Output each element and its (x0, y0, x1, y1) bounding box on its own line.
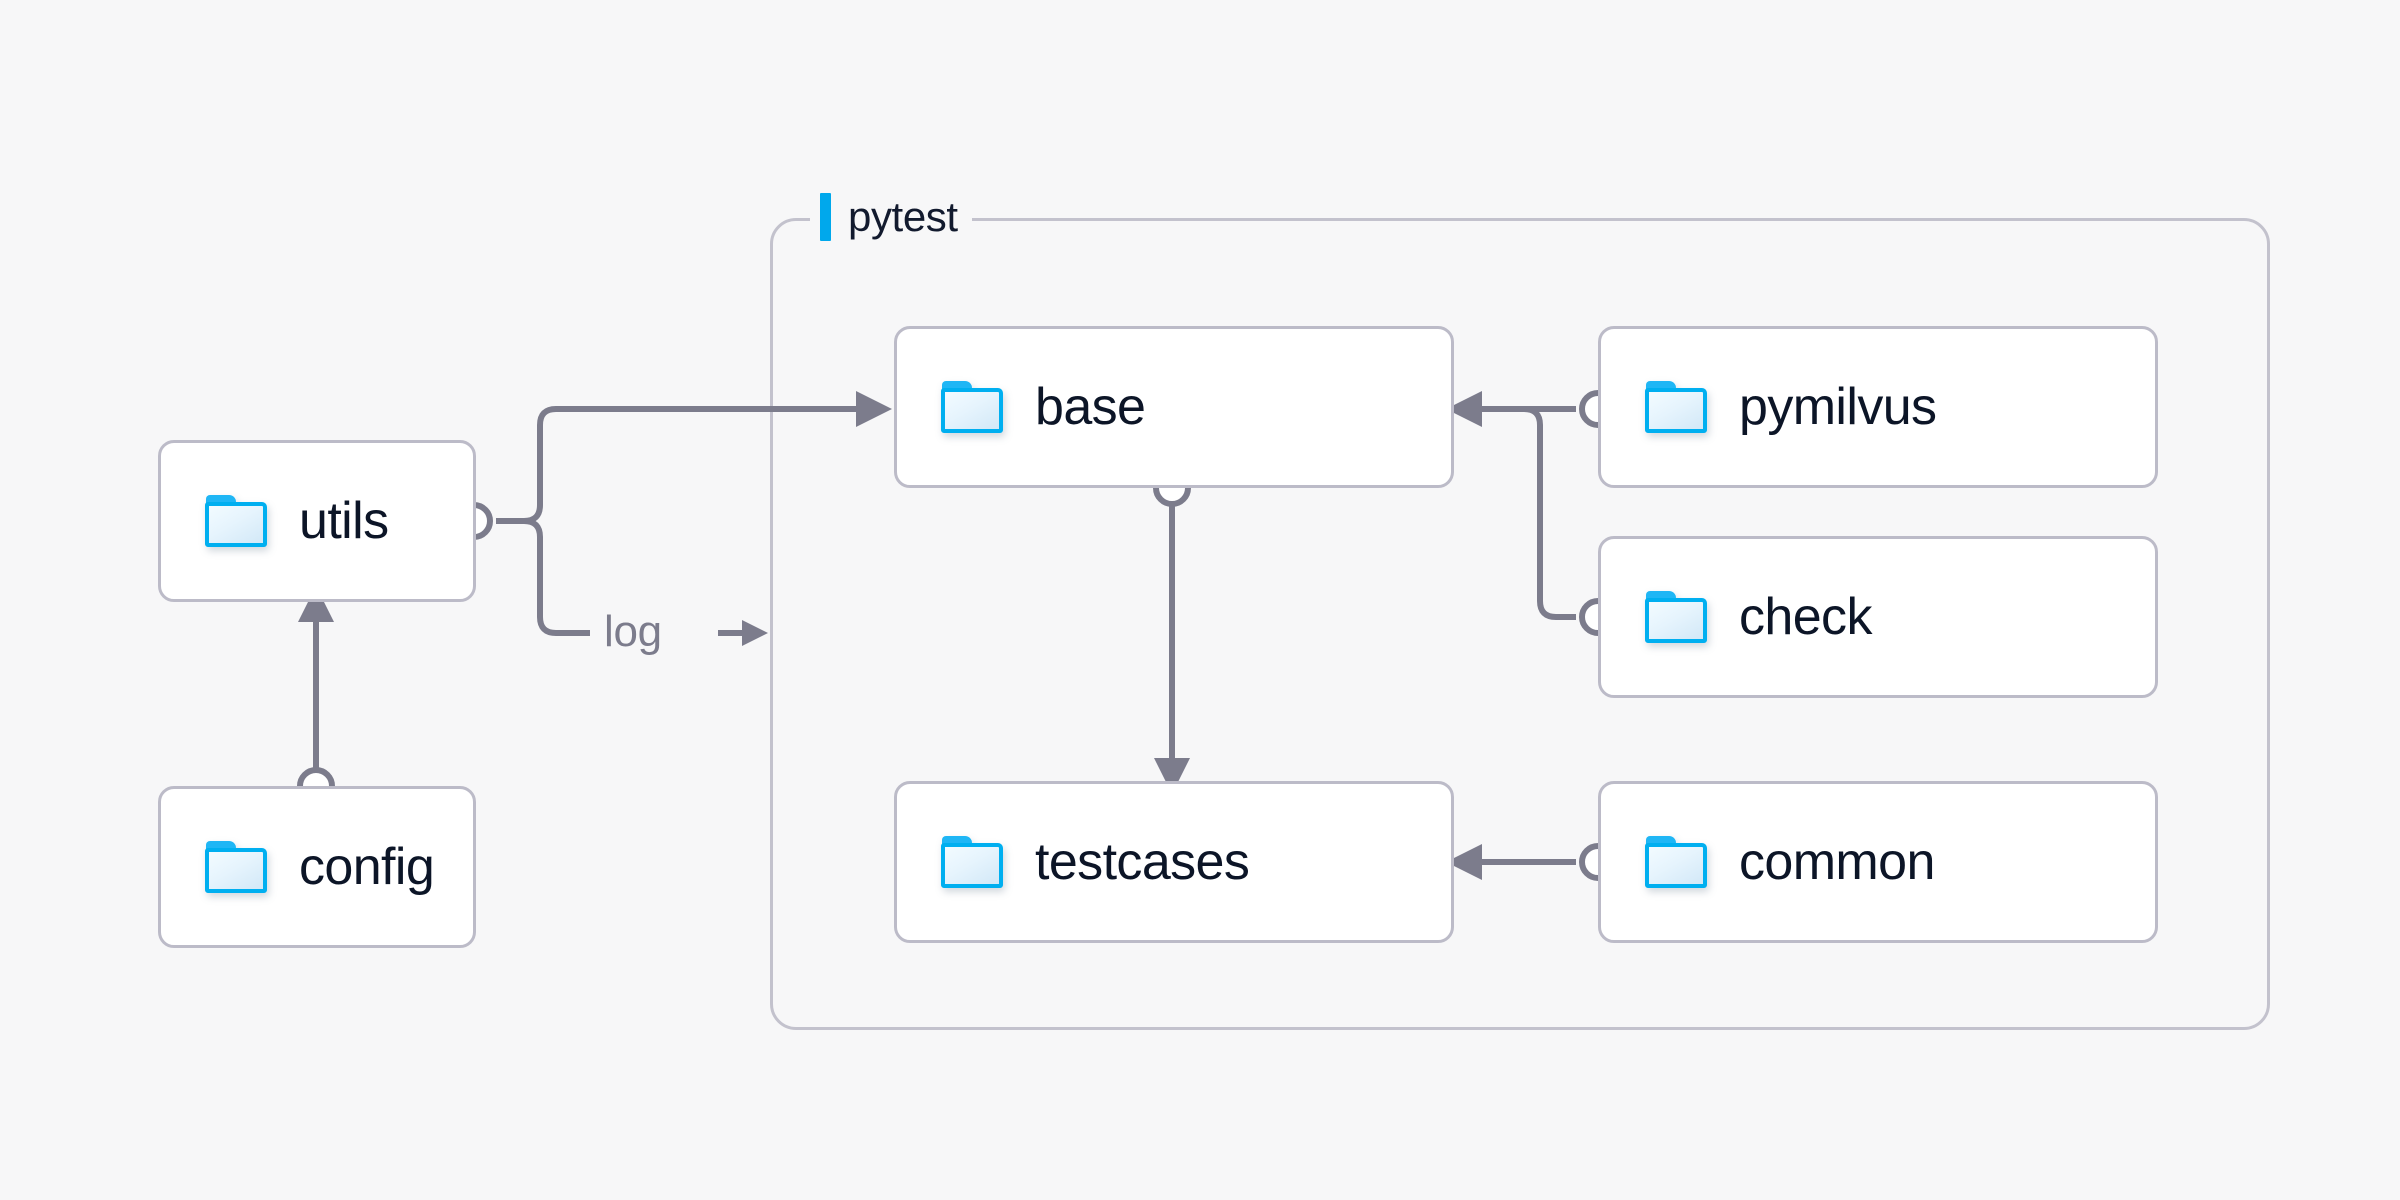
edge-utils-log (496, 518, 590, 636)
edge-label-log: log (604, 607, 662, 656)
node-testcases[interactable]: testcases (894, 781, 1454, 943)
node-label-utils: utils (299, 492, 389, 550)
node-base[interactable]: base (894, 326, 1454, 488)
node-pymilvus[interactable]: pymilvus (1598, 326, 2158, 488)
node-label-pymilvus: pymilvus (1739, 378, 1937, 436)
folder-icon (205, 841, 267, 893)
group-container-pytest (770, 218, 2270, 1030)
node-label-testcases: testcases (1035, 833, 1250, 891)
node-check[interactable]: check (1598, 536, 2158, 698)
group-label-pytest: pytest (810, 190, 972, 244)
node-common[interactable]: common (1598, 781, 2158, 943)
folder-icon (941, 836, 1003, 888)
folder-icon (1645, 591, 1707, 643)
node-config[interactable]: config (158, 786, 476, 948)
edge-log-arrowhead (742, 620, 768, 646)
folder-icon (205, 495, 267, 547)
node-label-base: base (1035, 378, 1146, 436)
node-label-config: config (299, 838, 435, 896)
node-label-common: common (1739, 833, 1935, 891)
accent-bar-icon (820, 193, 831, 241)
folder-icon (1645, 836, 1707, 888)
folder-icon (1645, 381, 1707, 433)
node-utils[interactable]: utils (158, 440, 476, 602)
node-label-check: check (1739, 588, 1872, 646)
group-label-text: pytest (848, 193, 958, 240)
folder-icon (941, 381, 1003, 433)
